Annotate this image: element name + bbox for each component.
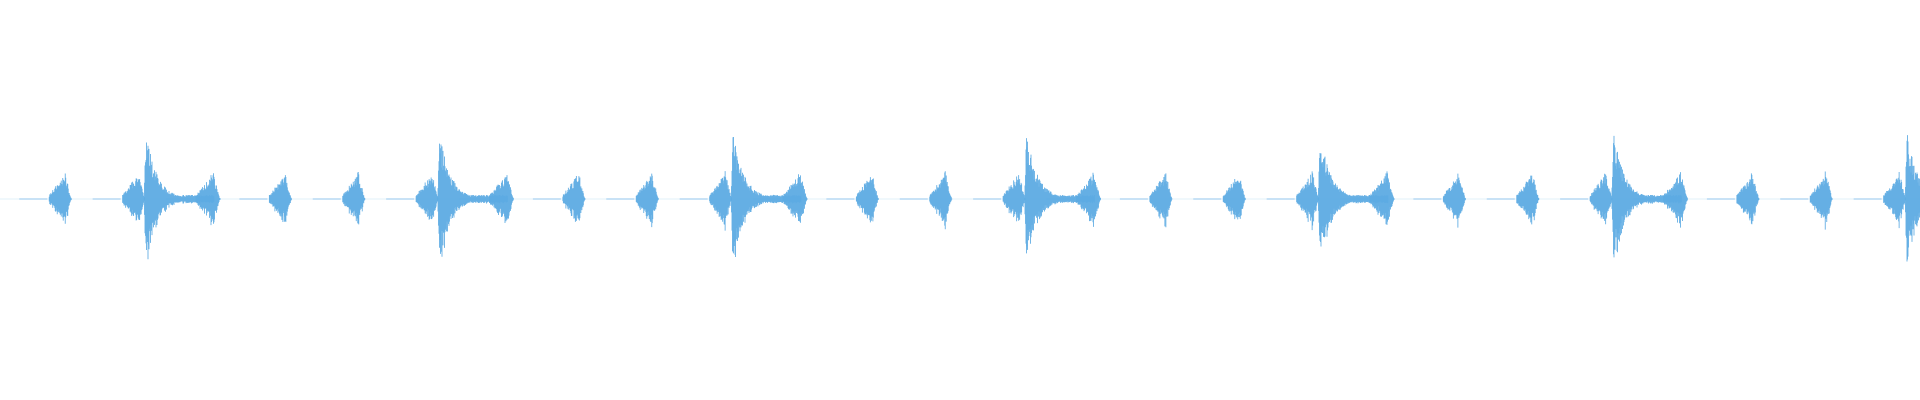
beat-hit bbox=[1589, 173, 1613, 225]
beat-hit bbox=[1883, 172, 1907, 229]
beat-hit bbox=[1149, 173, 1173, 228]
beat-hit bbox=[1296, 171, 1320, 231]
beat-hit bbox=[782, 174, 808, 223]
beat-hit bbox=[342, 172, 366, 225]
beat-hit bbox=[635, 173, 659, 228]
beat-hit bbox=[268, 175, 292, 222]
beat-hit bbox=[489, 175, 514, 224]
beat-hit bbox=[709, 171, 733, 231]
beat-hit bbox=[1076, 172, 1101, 227]
beat-hit bbox=[195, 173, 221, 226]
beat-hit bbox=[1809, 171, 1833, 230]
waveform-segments bbox=[19, 135, 1920, 262]
beat-hit bbox=[1442, 173, 1466, 228]
beat-hit bbox=[855, 177, 879, 223]
beat-hit bbox=[1369, 171, 1395, 225]
beat-hit bbox=[1002, 175, 1026, 222]
beat-hit bbox=[122, 178, 146, 221]
downbeat-hit bbox=[1904, 135, 1920, 262]
beat-hit bbox=[1663, 172, 1688, 228]
beat-hit bbox=[415, 177, 439, 220]
beat-hit bbox=[1736, 173, 1760, 225]
beat-hit bbox=[929, 171, 953, 230]
beat-hit bbox=[1222, 179, 1246, 220]
beat-hit bbox=[48, 173, 72, 224]
beat-hit bbox=[562, 176, 586, 222]
beat-hit bbox=[1516, 175, 1540, 225]
